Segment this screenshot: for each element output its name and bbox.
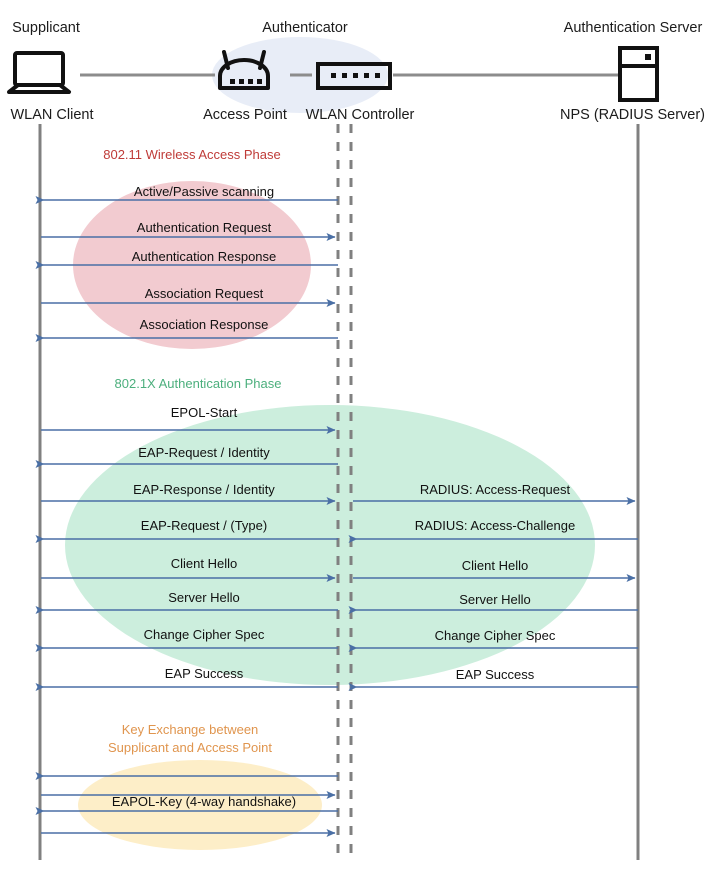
msg-label-authentication-request: Authentication Request <box>136 220 272 235</box>
laptop-icon <box>7 51 71 94</box>
msg-label-server-hello-right: Server Hello <box>459 592 531 607</box>
msg-label-eapol-key-handshake: EAPOL-Key (4-way handshake) <box>111 794 297 809</box>
role-title-authentication-server: Authentication Server <box>563 20 703 36</box>
role-title-supplicant: Supplicant <box>12 20 80 36</box>
server-icon <box>618 46 659 102</box>
msg-label-association-request: Association Request <box>144 286 264 301</box>
msg-label-association-response: Association Response <box>139 317 269 332</box>
node-label-access-point: Access Point <box>203 107 287 123</box>
lifelines <box>38 124 640 860</box>
msg-label-eap-request-type: EAP-Request / (Type) <box>140 518 268 533</box>
msg-label-server-hello-left: Server Hello <box>168 590 240 605</box>
msg-label-client-hello-right: Client Hello <box>461 558 529 573</box>
phase-ellipses <box>65 181 595 850</box>
node-label-wlan-controller: WLAN Controller <box>305 107 415 123</box>
msg-label-change-cipher-spec-right: Change Cipher Spec <box>434 628 556 643</box>
msg-label-eap-success-right: EAP Success <box>455 667 535 682</box>
msg-label-client-hello-left: Client Hello <box>170 556 238 571</box>
msg-label-eap-success-left: EAP Success <box>164 666 244 681</box>
message-arrows-left <box>35 196 338 837</box>
access-point-icon <box>218 50 270 90</box>
msg-label-eap-response-identity: EAP-Response / Identity <box>133 482 275 497</box>
phase-ellipse-keyexch <box>78 760 322 850</box>
phase-title-key-exchange-line1: Key Exchange between <box>121 722 259 737</box>
msg-label-authentication-response: Authentication Response <box>131 249 277 264</box>
phase-title-key-exchange: Key Exchange between Supplicant and Acce… <box>90 721 290 758</box>
msg-label-eap-request-identity: EAP-Request / Identity <box>138 445 270 460</box>
role-title-authenticator: Authenticator <box>262 20 348 36</box>
msg-label-change-cipher-spec-left: Change Cipher Spec <box>143 627 265 642</box>
phase-ellipse-dot1x <box>65 405 595 685</box>
msg-label-radius-access-request: RADIUS: Access-Request <box>419 482 571 497</box>
msg-label-radius-access-challenge: RADIUS: Access-Challenge <box>414 518 576 533</box>
phase-title-key-exchange-line2: Supplicant and Access Point <box>107 740 273 756</box>
msg-label-epol-start: EPOL-Start <box>170 405 238 420</box>
phase-title-wireless-access: 802.11 Wireless Access Phase <box>103 147 281 162</box>
message-arrows-right <box>348 497 638 691</box>
node-label-nps-radius-server: NPS (RADIUS Server) <box>559 107 706 123</box>
switch-icon <box>316 62 392 90</box>
phase-title-dot1x-authentication: 802.1X Authentication Phase <box>114 376 282 391</box>
msg-label-active-passive-scanning: Active/Passive scanning <box>133 184 275 199</box>
node-label-wlan-client: WLAN Client <box>10 107 94 123</box>
